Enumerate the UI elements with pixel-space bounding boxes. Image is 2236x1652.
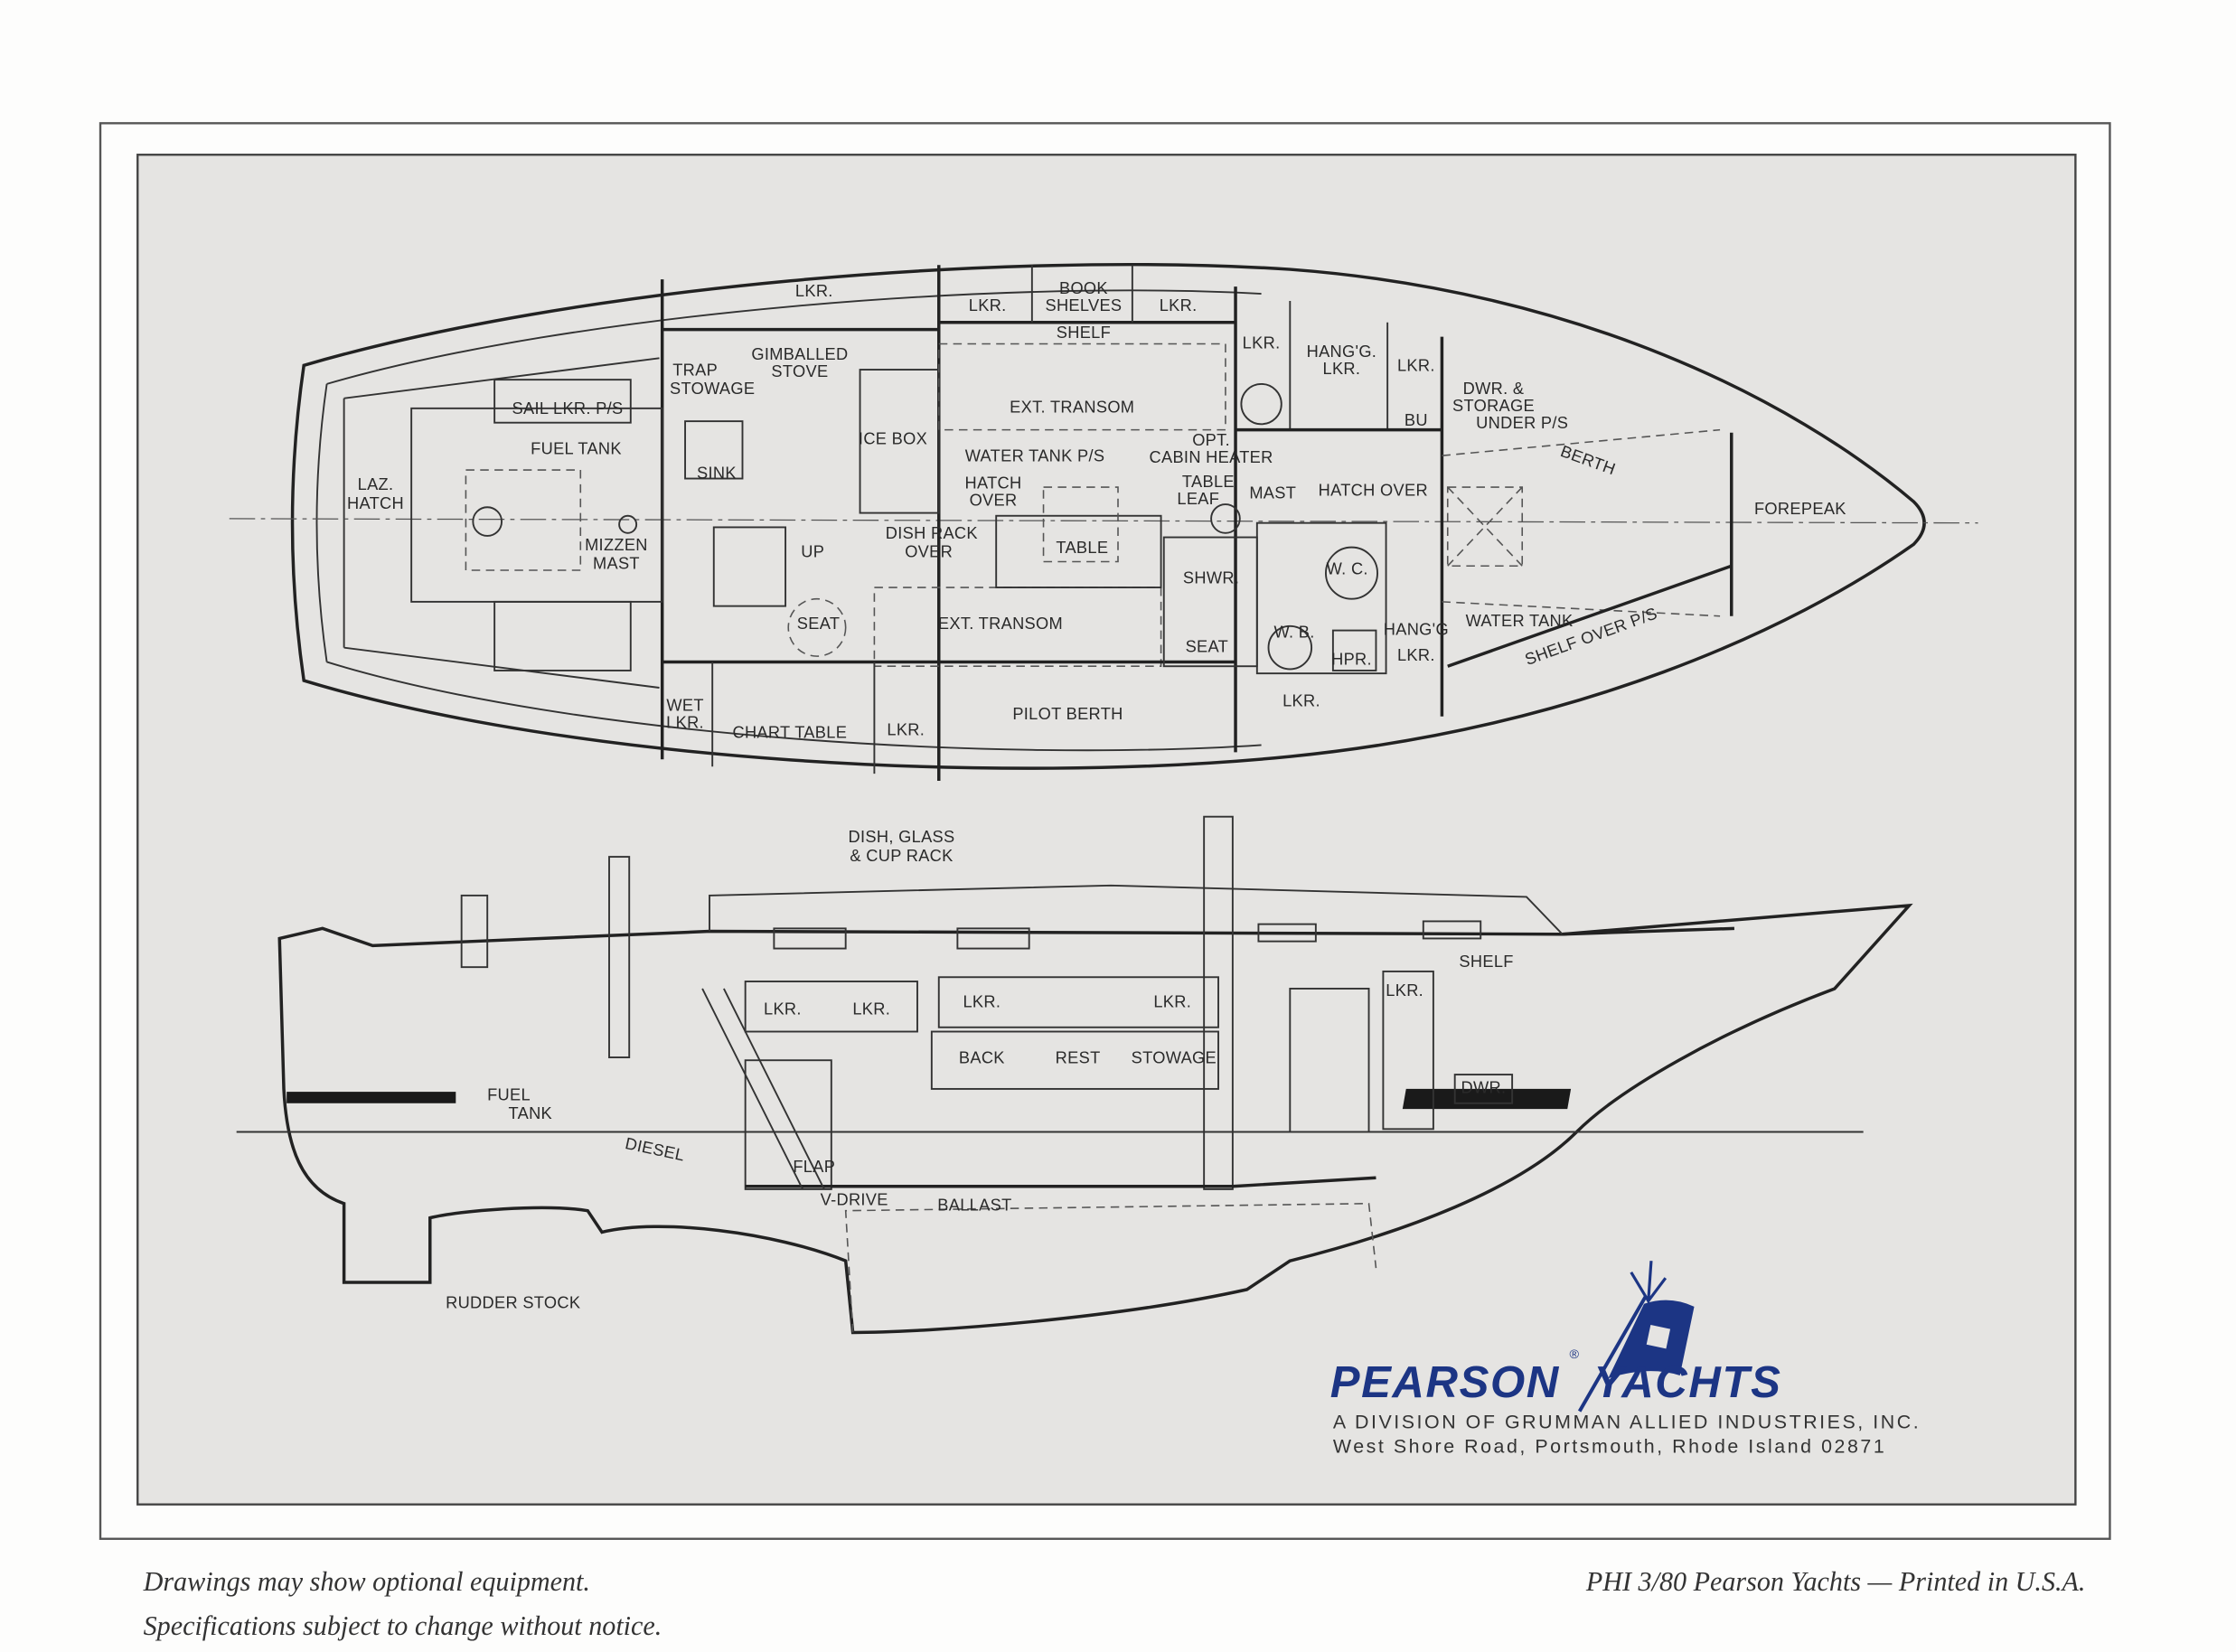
label-hatch-over: HATCH: [965, 474, 1022, 493]
label-wash-basin: W. B.: [1273, 623, 1314, 642]
label-lkr: LKR.: [1397, 356, 1435, 375]
trident-icon: [1630, 1261, 1668, 1304]
label-fuel-tank: TANK: [509, 1103, 553, 1122]
label-table-leaf: TABLE: [1182, 472, 1235, 491]
label-mast: MAST: [1249, 483, 1296, 502]
label-back: BACK: [959, 1047, 1005, 1066]
label-book-shelves: SHELVES: [1045, 296, 1122, 314]
label-lkr: LKR.: [1243, 333, 1281, 352]
label-rudder-stock: RUDDER STOCK: [446, 1292, 580, 1311]
label-gimballed-stove: STOVE: [771, 361, 828, 380]
label-laz-hatch: LAZ.: [358, 474, 394, 493]
label-lkr: LKR.: [1153, 992, 1191, 1011]
label-trap-stowage: TRAP: [672, 360, 718, 379]
label-drawer-storage: UNDER P/S: [1476, 413, 1568, 432]
label-seat: SEAT: [1186, 636, 1229, 655]
label-lkr: LKR.: [764, 999, 802, 1018]
label-sink: SINK: [697, 464, 737, 483]
pearson-yachts-logo: PEARSON YACHTS ® A DIVISION OF GRUMMAN A…: [1330, 1261, 1921, 1458]
footer-imprint: PHI 3/80 Pearson Yachts — Printed in U.S…: [1585, 1566, 2086, 1597]
label-drawer: DWR.: [1461, 1078, 1506, 1097]
label-lkr: LKR.: [969, 296, 1007, 314]
label-chart-table: CHART TABLE: [732, 722, 847, 741]
address-line: West Shore Road, Portsmouth, Rhode Islan…: [1333, 1436, 1886, 1458]
label-shower: SHWR.: [1183, 568, 1239, 587]
label-lkr: LKR.: [1386, 981, 1423, 1000]
label-lkr: LKR.: [852, 999, 890, 1018]
label-fuel-tank: FUEL TANK: [531, 439, 622, 458]
label-table-leaf: LEAF: [1177, 489, 1219, 508]
label-book-shelves: BOOK: [1059, 278, 1108, 297]
label-hanging-locker: LKR.: [1323, 359, 1361, 378]
logo-yachts: YACHTS: [1594, 1358, 1782, 1407]
label-hpr: HPR.: [1331, 650, 1372, 669]
label-sail-locker: SAIL LKR. P/S: [512, 399, 624, 418]
label-hatch-over: OVER: [970, 491, 1018, 510]
label-cabin-heater: CABIN HEATER: [1150, 447, 1273, 466]
label-ballast: BALLAST: [937, 1196, 1011, 1215]
label-bu: BU: [1405, 410, 1428, 429]
label-flap: FLAP: [793, 1157, 835, 1176]
label-dish-glass-rack: & CUP RACK: [850, 846, 953, 865]
label-stowage: STOWAGE: [1132, 1047, 1217, 1066]
label-water-tank-ps: WATER TANK P/S: [965, 446, 1105, 465]
label-gimballed-stove: GIMBALLED: [751, 344, 848, 363]
label-rest: REST: [1056, 1047, 1101, 1066]
label-lkr: LKR.: [1160, 296, 1198, 314]
label-dish-rack: OVER: [905, 542, 953, 561]
label-hanging: HANG'G: [1384, 619, 1449, 638]
label-up: UP: [801, 542, 824, 561]
label-mizzen-mast: MAST: [593, 553, 640, 572]
label-laz-hatch: HATCH: [347, 493, 404, 512]
label-v-drive: V-DRIVE: [821, 1189, 888, 1208]
label-forepeak: FOREPEAK: [1754, 499, 1846, 518]
label-ext-transom: EXT. TRANSOM: [938, 614, 1063, 633]
label-lkr: LKR.: [1397, 645, 1435, 664]
label-wet-locker: LKR.: [666, 712, 704, 731]
label-seat: SEAT: [797, 614, 841, 633]
label-lkr: LKR.: [963, 992, 1001, 1011]
label-ice-box: ICE BOX: [859, 428, 927, 447]
registered-mark: ®: [1570, 1347, 1580, 1362]
label-water-tank: WATER TANK: [1466, 611, 1574, 630]
label-dish-rack: DISH RACK: [886, 523, 978, 542]
profile-view: [236, 815, 1913, 1335]
label-fuel-tank: FUEL: [487, 1085, 531, 1104]
label-drawer-storage: STORAGE: [1452, 396, 1535, 415]
division-line: A DIVISION OF GRUMMAN ALLIED INDUSTRIES,…: [1333, 1412, 1921, 1433]
label-trap-stowage: STOWAGE: [670, 379, 755, 398]
footer-note-optional: Drawings may show optional equipment.: [143, 1566, 590, 1597]
label-ext-transom: EXT. TRANSOM: [1010, 398, 1134, 417]
logo-pearson: PEARSON: [1330, 1358, 1560, 1407]
label-table: TABLE: [1056, 538, 1108, 557]
label-lkr: LKR.: [1282, 691, 1320, 710]
drawing-panel: [136, 154, 2077, 1506]
label-lkr: LKR.: [887, 719, 925, 738]
label-hanging-locker: HANG'G.: [1307, 342, 1377, 361]
label-wet-locker: WET: [666, 695, 703, 714]
label-mizzen-mast: MIZZEN: [585, 535, 648, 554]
label-lkr: LKR.: [795, 281, 833, 300]
label-hatch-over: HATCH OVER: [1319, 481, 1428, 500]
label-shelf: SHELF: [1459, 952, 1513, 971]
label-pilot-berth: PILOT BERTH: [1012, 704, 1123, 723]
label-shelf: SHELF: [1057, 323, 1111, 342]
label-cabin-heater: OPT.: [1192, 430, 1230, 449]
trident-staff: [1577, 1295, 1648, 1413]
label-drawer-storage: DWR. &: [1463, 379, 1525, 398]
label-dish-glass-rack: DISH, GLASS: [849, 827, 955, 846]
plan-view: [229, 262, 1978, 782]
label-wc: W. C.: [1327, 559, 1368, 578]
footer-note-specs: Specifications subject to change without…: [144, 1610, 662, 1641]
